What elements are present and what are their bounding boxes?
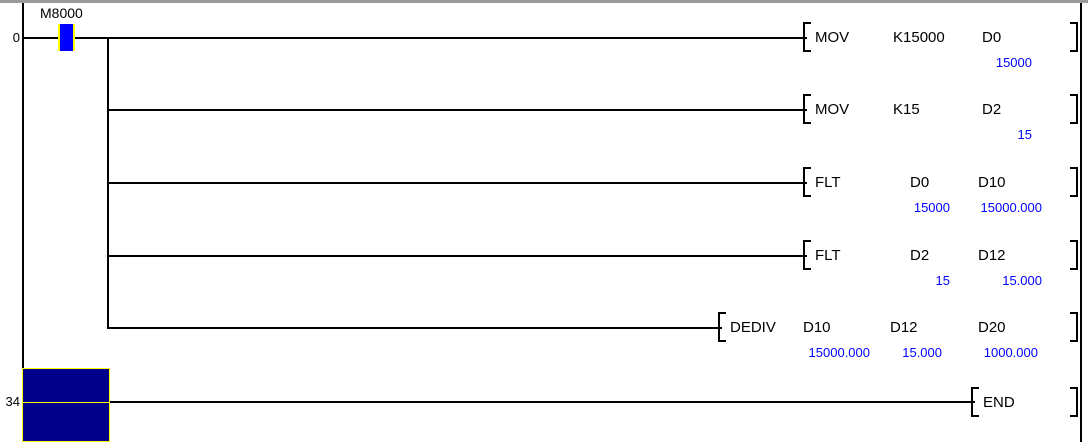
wire-row-2 [107, 109, 807, 111]
instruction-bracket-open-end [971, 387, 979, 417]
wire-row-3 [107, 182, 807, 184]
instruction-bracket-close-end [1070, 387, 1078, 417]
instruction-bracket-open-1 [803, 22, 811, 52]
right-power-rail [1080, 3, 1082, 442]
instruction-mnemonic-3[interactable]: FLT [815, 174, 841, 191]
instruction-mnemonic-4[interactable]: FLT [815, 247, 841, 264]
instruction-bracket-close-1 [1070, 22, 1078, 52]
wire-row-4 [107, 255, 807, 257]
instruction-bracket-close-4 [1070, 240, 1078, 270]
monitor-value-5-1: 15000.000 [808, 345, 870, 360]
instruction-mnemonic-2[interactable]: MOV [815, 101, 850, 118]
instruction-operand-5-2[interactable]: D12 [890, 319, 918, 336]
monitor-value-3-1: 15000 [913, 200, 950, 215]
rung-number-34: 34 [5, 394, 20, 409]
selection-cursor-rung-line [23, 402, 109, 403]
monitor-value-4-1: 15 [935, 273, 950, 288]
instruction-bracket-open-3 [803, 167, 811, 197]
instruction-bracket-close-3 [1070, 167, 1078, 197]
monitor-value-2-2: 15 [1017, 127, 1032, 142]
instruction-mnemonic-1[interactable]: MOV [815, 29, 850, 46]
instruction-bracket-open-5 [718, 312, 726, 342]
left-power-rail [22, 3, 24, 442]
instruction-bracket-close-5 [1070, 312, 1078, 342]
rung-number-0: 0 [12, 30, 20, 45]
instruction-operand-3-1[interactable]: D0 [910, 174, 930, 191]
instruction-bracket-open-4 [803, 240, 811, 270]
instruction-operand-1-2[interactable]: D0 [982, 29, 1002, 46]
wire-row-5 [107, 327, 722, 329]
instruction-operand-4-2[interactable]: D12 [978, 247, 1006, 264]
wire-contact-to-branch [75, 37, 109, 39]
instruction-operand-5-1[interactable]: D10 [803, 319, 831, 336]
contact-device-label-m8000: M8000 [40, 5, 83, 21]
instruction-operand-5-3[interactable]: D20 [978, 319, 1006, 336]
instruction-operand-4-1[interactable]: D2 [910, 247, 930, 264]
monitor-value-5-2: 15.000 [902, 345, 942, 360]
wire-row-end [110, 401, 975, 403]
wire-rail-to-contact [22, 37, 58, 39]
instruction-bracket-close-2 [1070, 94, 1078, 124]
instruction-operand-3-2[interactable]: D10 [978, 174, 1006, 191]
monitor-value-4-2: 15.000 [1002, 273, 1042, 288]
contact-m8000[interactable] [58, 24, 75, 51]
window-top-edge [0, 0, 1088, 3]
instruction-operand-1-1[interactable]: K15000 [893, 29, 945, 46]
monitor-value-3-2: 15000.000 [980, 200, 1042, 215]
instruction-mnemonic-5[interactable]: DEDIV [730, 319, 776, 336]
monitor-value-1-2: 15000 [995, 55, 1032, 70]
instruction-mnemonic-end[interactable]: END [983, 394, 1015, 411]
wire-row-1 [107, 37, 807, 39]
instruction-operand-2-2[interactable]: D2 [982, 101, 1002, 118]
instruction-bracket-open-2 [803, 94, 811, 124]
monitor-value-5-3: 1000.000 [983, 345, 1038, 360]
selection-cursor[interactable] [22, 368, 110, 442]
instruction-operand-2-1[interactable]: K15 [893, 101, 920, 118]
